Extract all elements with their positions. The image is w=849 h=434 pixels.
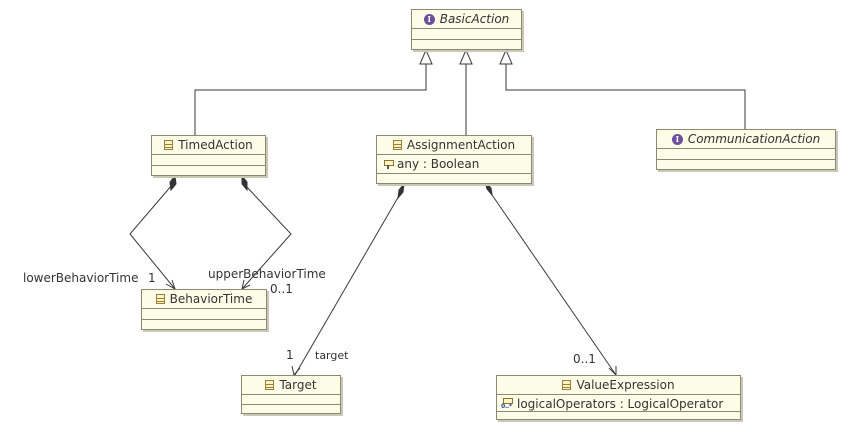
interface-icon: I bbox=[671, 133, 683, 145]
composition-valueexpression-edge bbox=[489, 191, 617, 376]
class-icon bbox=[155, 294, 165, 304]
basicaction-operations-section bbox=[412, 40, 521, 50]
target-attributes-section bbox=[242, 395, 340, 405]
lowerbehaviortime-role-label: lowerBehaviorTime bbox=[23, 271, 139, 285]
attribute-label: any : Boolean bbox=[397, 157, 480, 171]
assignmentaction-attributes-section: any : Boolean bbox=[377, 155, 531, 174]
upperbehaviortime-multiplicity-label: 0..1 bbox=[270, 282, 293, 296]
communicationaction-header: I CommunicationAction bbox=[657, 130, 835, 149]
class-icon bbox=[562, 380, 572, 390]
behaviortime-attributes-section bbox=[142, 309, 266, 320]
class-icon bbox=[265, 380, 275, 390]
composition-upper-behaviortime-edge bbox=[241, 184, 292, 290]
target-role-label: target bbox=[315, 349, 349, 362]
assignmentaction-header: AssignmentAction bbox=[377, 136, 531, 155]
communicationaction-name: CommunicationAction bbox=[687, 132, 821, 146]
valueexpression-header: ValueExpression bbox=[497, 376, 740, 395]
attribute-row[interactable]: any : Boolean bbox=[377, 155, 531, 173]
attribute-label: logicalOperators : LogicalOperator bbox=[517, 396, 724, 411]
target-multiplicity-label: 1 bbox=[286, 348, 294, 362]
timedaction-attributes-section bbox=[152, 155, 265, 166]
attribute-many-icon bbox=[501, 397, 514, 410]
attribute-row[interactable]: logicalOperators : LogicalOperator bbox=[497, 395, 740, 412]
composition-diamond bbox=[397, 182, 405, 200]
timedaction-operations-section bbox=[152, 166, 265, 176]
communicationaction-operations-section bbox=[657, 160, 835, 170]
timedaction-class-box[interactable]: TimedAction bbox=[151, 135, 266, 176]
basicaction-header: I BasicAction bbox=[412, 10, 521, 29]
behaviortime-operations-section bbox=[142, 320, 266, 330]
valueexpression-operations-section bbox=[497, 412, 740, 420]
interface-icon: I bbox=[423, 13, 435, 25]
generalization-arrowhead bbox=[419, 48, 433, 65]
basicaction-class-box[interactable]: I BasicAction bbox=[411, 9, 522, 50]
valueexpression-class-box[interactable]: ValueExpression logicalOperators : Logic… bbox=[496, 375, 741, 420]
composition-diamond bbox=[169, 174, 177, 192]
composition-target-edge bbox=[294, 193, 401, 376]
communicationaction-class-box[interactable]: I CommunicationAction bbox=[656, 129, 836, 170]
generalization-arrowhead bbox=[459, 48, 473, 65]
lowerbehaviortime-multiplicity-label: 1 bbox=[148, 271, 156, 285]
target-operations-section bbox=[242, 405, 340, 414]
generalization-communicationaction-edge bbox=[505, 64, 746, 129]
composition-diamond bbox=[241, 174, 248, 192]
assignmentaction-name: AssignmentAction bbox=[406, 138, 516, 152]
behaviortime-class-box[interactable]: BehaviorTime bbox=[141, 289, 267, 330]
generalization-arrowhead bbox=[499, 48, 513, 65]
behaviortime-header: BehaviorTime bbox=[142, 290, 266, 309]
behaviortime-name: BehaviorTime bbox=[169, 292, 253, 306]
class-icon bbox=[392, 140, 402, 150]
target-header: Target bbox=[242, 376, 340, 395]
target-name: Target bbox=[279, 378, 317, 392]
communicationaction-attributes-section bbox=[657, 149, 835, 160]
assignmentaction-class-box[interactable]: AssignmentAction any : Boolean bbox=[376, 135, 532, 184]
timedaction-name: TimedAction bbox=[178, 138, 253, 152]
valueexpression-multiplicity-label: 0..1 bbox=[573, 352, 596, 366]
valueexpression-attributes-section: logicalOperators : LogicalOperator bbox=[497, 395, 740, 412]
attribute-icon bbox=[383, 159, 394, 169]
basicaction-attributes-section bbox=[412, 29, 521, 40]
timedaction-header: TimedAction bbox=[152, 136, 265, 155]
assignmentaction-operations-section bbox=[377, 174, 531, 184]
upperbehaviortime-role-label: upperBehaviorTime bbox=[208, 267, 326, 281]
basicaction-name: BasicAction bbox=[439, 12, 510, 26]
target-class-box[interactable]: Target bbox=[241, 375, 341, 414]
composition-diamond bbox=[483, 180, 493, 197]
generalization-timedaction-edge bbox=[194, 64, 427, 135]
composition-lower-behaviortime-edge bbox=[129, 184, 176, 290]
valueexpression-name: ValueExpression bbox=[576, 378, 675, 392]
class-icon bbox=[164, 140, 174, 150]
